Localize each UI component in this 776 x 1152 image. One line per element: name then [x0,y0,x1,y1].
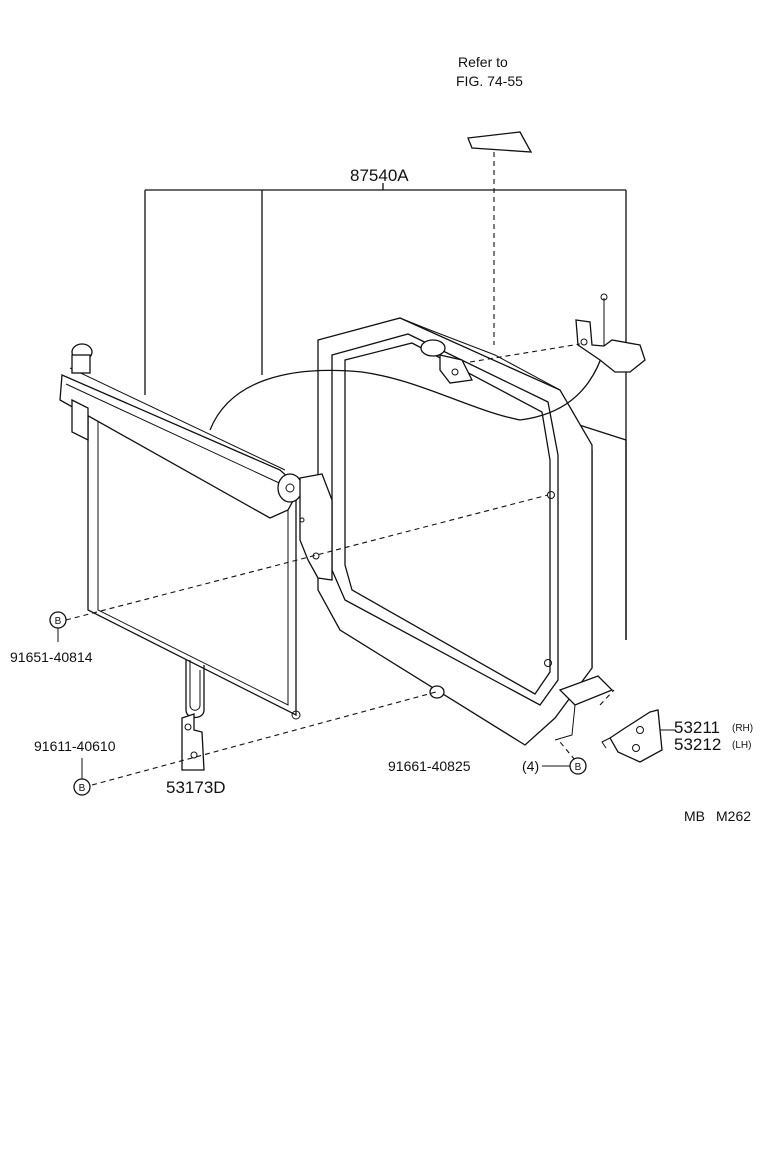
control-cable [209,349,605,431]
callout-b-bottom: B [73,778,91,796]
figure-code-prefix: MB [684,808,705,824]
radiator [317,317,627,746]
part-number-91661-qty: (4) [522,758,539,774]
leader-lines [57,494,676,786]
refer-to-label: Refer to [458,54,508,70]
part-number-91661: 91661-40825 [388,758,471,774]
svg-text:B: B [79,783,86,794]
svg-text:B: B [55,616,62,627]
part-number-53212: 53212 [674,735,721,754]
bracket-part [601,709,663,763]
part-number-53211: 53211 [674,718,720,737]
shroud-assembly-label: 87540A [350,166,409,185]
figure-code: M262 [716,808,751,824]
part-53211-side: (RH) [732,723,753,734]
seal-part [467,131,533,153]
refer-figure-label: FIG. 74-55 [456,73,523,89]
part-number-91611: 91611-40610 [34,738,116,754]
callout-b-top: B [49,611,67,629]
cable-clamp [469,319,646,373]
part-number-53173d: 53173D [166,778,226,797]
support-part [181,713,205,771]
part-number-91651: 91651-40814 [10,649,93,665]
callout-b-right: B [569,757,587,775]
part-53212-side: (LH) [732,740,751,751]
radiator-shutter [59,343,333,720]
svg-text:B: B [575,762,582,773]
